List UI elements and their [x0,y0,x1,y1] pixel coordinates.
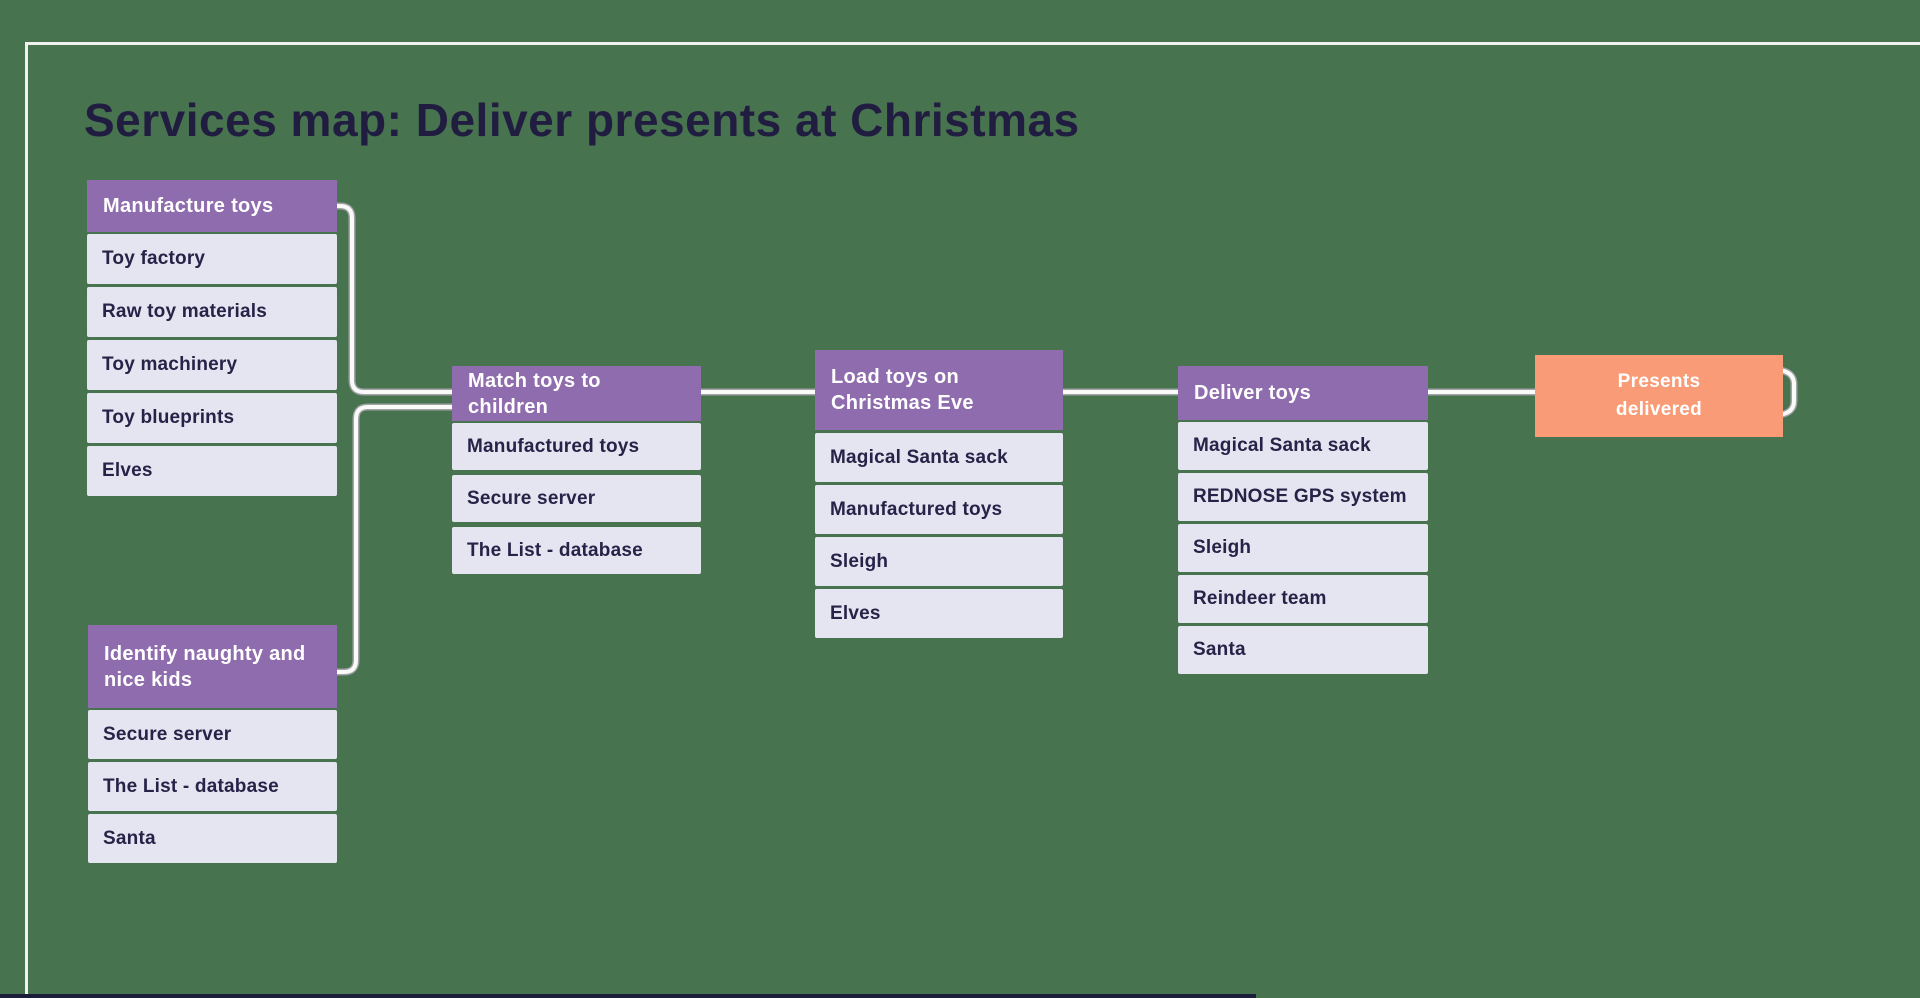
group-item[interactable]: Toy factory [87,234,337,284]
group-header[interactable]: Manufacture toys [87,180,337,232]
group-item[interactable]: Toy machinery [87,340,337,390]
group-item[interactable]: Secure server [452,475,701,522]
end-node-presents-delivered[interactable]: Presents delivered [1535,355,1783,437]
group-item[interactable]: Santa [88,814,337,863]
group-item[interactable]: REDNOSE GPS system [1178,473,1428,521]
group-item[interactable]: Secure server [88,710,337,759]
group-item[interactable]: Toy blueprints [87,393,337,443]
group-item[interactable]: The List - database [88,762,337,811]
group-item[interactable]: Elves [815,589,1063,638]
group-item[interactable]: Sleigh [1178,524,1428,572]
group-item[interactable]: Reindeer team [1178,575,1428,623]
group-item[interactable]: Raw toy materials [87,287,337,337]
group-item[interactable]: Sleigh [815,537,1063,586]
group-item[interactable]: Manufactured toys [815,485,1063,534]
service-group-identify-naughty-nice-kids: Identify naughty and nice kids Secure se… [88,625,337,866]
group-header[interactable]: Match toys to children [452,366,701,421]
service-group-match-toys-to-children: Match toys to children Manufactured toys… [452,366,701,579]
service-group-deliver-toys: Deliver toys Magical Santa sack REDNOSE … [1178,366,1428,677]
service-group-load-toys-christmas-eve: Load toys on Christmas Eve Magical Santa… [815,350,1063,641]
page-title: Services map: Deliver presents at Christ… [84,93,1080,146]
group-header[interactable]: Identify naughty and nice kids [88,625,337,708]
group-item[interactable]: Manufactured toys [452,423,701,470]
service-group-manufacture-toys: Manufacture toys Toy factory Raw toy mat… [87,180,337,499]
connector-identify-to-match [332,403,456,676]
group-item[interactable]: Magical Santa sack [1178,422,1428,470]
group-header[interactable]: Deliver toys [1178,366,1428,420]
connector-manufacture-to-match [332,202,456,396]
group-header[interactable]: Load toys on Christmas Eve [815,350,1063,430]
group-item[interactable]: Elves [87,446,337,496]
group-item[interactable]: The List - database [452,527,701,574]
connector-presents-right-stub [1778,366,1798,419]
group-item[interactable]: Magical Santa sack [815,433,1063,482]
board-frame-top-line [25,42,1920,45]
group-item[interactable]: Santa [1178,626,1428,674]
bottom-edge-bar [0,994,1256,998]
board-frame-left-line [25,42,28,998]
